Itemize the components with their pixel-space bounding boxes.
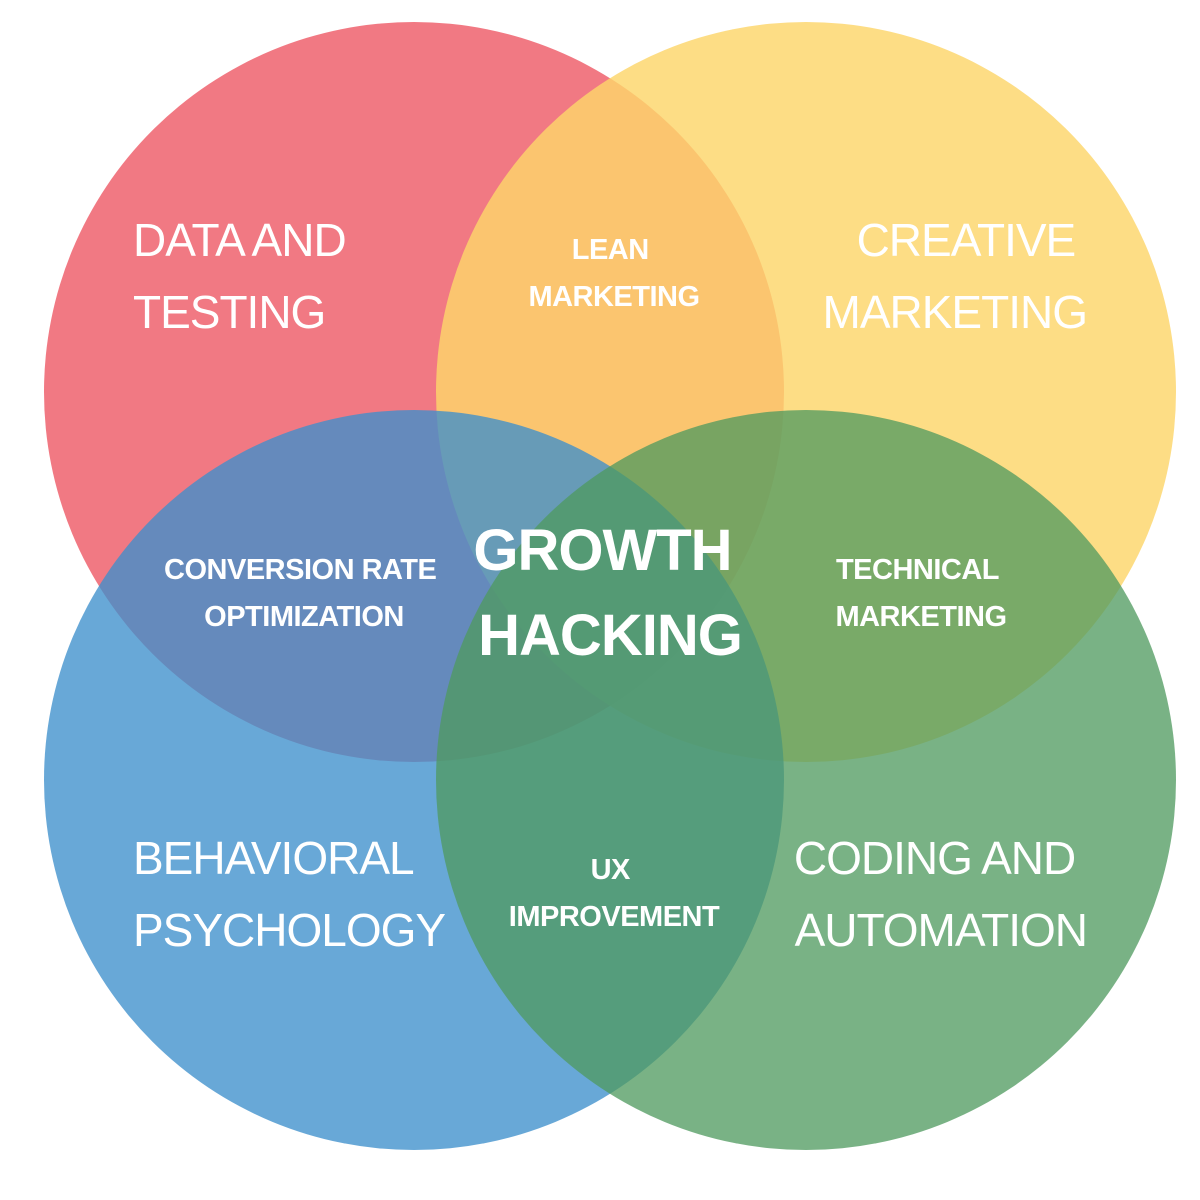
label-growth-hacking-line2: HACKING xyxy=(478,603,742,668)
label-coding-automation-line1: CODING AND xyxy=(794,832,1075,884)
label-technical-marketing-line2: MARKETING xyxy=(835,601,1006,633)
label-ux-improvement: UX IMPROVEMENT xyxy=(509,854,720,933)
label-behavioral-psychology-line2: PSYCHOLOGY xyxy=(133,904,445,956)
label-conversion-rate-optimization-line2: OPTIMIZATION xyxy=(204,601,404,633)
label-creative-marketing-line2: MARKETING xyxy=(823,286,1087,338)
label-ux-improvement-line2: IMPROVEMENT xyxy=(509,901,720,933)
label-creative-marketing-line1: CREATIVE xyxy=(857,214,1076,266)
label-behavioral-psychology-line1: BEHAVIORAL xyxy=(133,832,414,884)
label-conversion-rate-optimization: CONVERSION RATE OPTIMIZATION xyxy=(164,554,444,633)
label-data-testing-line2: TESTING xyxy=(133,286,325,338)
label-creative-marketing: CREATIVE MARKETING xyxy=(823,214,1087,338)
label-growth-hacking: GROWTH HACKING xyxy=(473,518,746,668)
label-technical-marketing: TECHNICAL MARKETING xyxy=(835,554,1006,633)
label-behavioral-psychology: BEHAVIORAL PSYCHOLOGY xyxy=(133,832,445,956)
label-coding-automation-line2: AUTOMATION xyxy=(795,904,1087,956)
label-growth-hacking-line1: GROWTH xyxy=(473,518,731,583)
label-lean-marketing: LEAN MARKETING xyxy=(528,234,699,313)
label-data-testing-line1: DATA AND xyxy=(133,214,346,266)
label-lean-marketing-line1: LEAN xyxy=(572,234,649,266)
label-ux-improvement-line1: UX xyxy=(591,854,631,886)
label-coding-automation: CODING AND AUTOMATION xyxy=(794,832,1087,956)
label-data-testing: DATA AND TESTING xyxy=(133,214,357,338)
circle-coding-automation xyxy=(436,410,1176,1150)
label-conversion-rate-optimization-line1: CONVERSION RATE xyxy=(164,554,436,586)
label-technical-marketing-line1: TECHNICAL xyxy=(836,554,999,586)
label-lean-marketing-line2: MARKETING xyxy=(528,281,699,313)
